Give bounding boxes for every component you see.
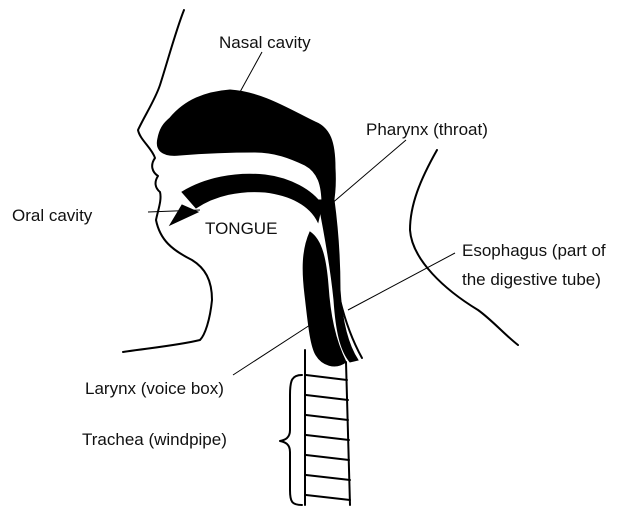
- tongue-tip: [170, 205, 198, 225]
- face-profile: [123, 10, 212, 352]
- nasal-cavity-label: Nasal cavity: [219, 33, 311, 52]
- trachea-rings: [306, 375, 350, 500]
- esophagus-label-line2: the digestive tube): [462, 270, 601, 289]
- nasal-cavity-leader: [240, 52, 262, 92]
- pharynx-label: Pharynx (throat): [366, 120, 488, 139]
- esophagus-label-line1: Esophagus (part of: [462, 241, 606, 260]
- pharynx-leader: [330, 140, 406, 205]
- larynx-leader: [233, 325, 310, 375]
- trachea-label: Trachea (windpipe): [82, 430, 227, 449]
- larynx-label: Larynx (voice box): [85, 379, 224, 398]
- trachea-brace: [280, 375, 302, 505]
- oral-cavity-label: Oral cavity: [12, 206, 93, 225]
- trachea-tube: [305, 350, 350, 505]
- tongue-label: TONGUE: [205, 219, 277, 238]
- palate-band: [182, 174, 322, 222]
